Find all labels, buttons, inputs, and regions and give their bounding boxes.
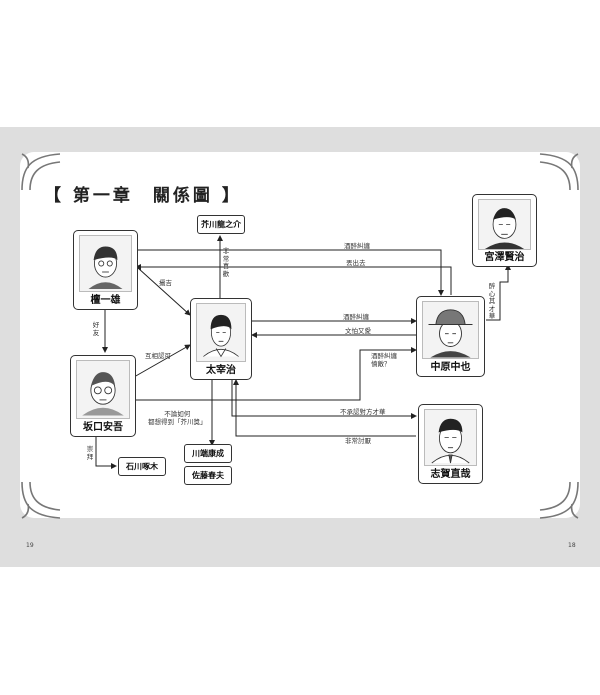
page-number-left: 19 [26,542,34,549]
card-dan: 檀一雄 [73,230,138,310]
card-miyazawa: 宮澤賢治 [472,194,537,267]
name-dazai: 太宰治 [206,365,236,376]
card-sakaguchi: 坂口安吾 [70,355,136,437]
portrait-icon [484,208,525,249]
name-sakaguchi: 坂口安吾 [83,422,123,433]
label-sakaguchi-dazai: 互相認可 [145,352,171,360]
label-nakahara-miyazawa: 醉心其才華 [488,282,496,320]
box-kawabata: 川端康成 [184,444,232,463]
page-number-right: 18 [568,542,576,549]
card-dazai: 太宰治 [190,298,252,380]
portrait-icon [428,309,473,358]
corner-ornament-icon [539,153,579,191]
label-sakaguchi-ishikawa: 崇拜 [86,445,94,461]
label-dan-to-nakahara: 酒醉糾纏 [344,242,370,250]
card-nakahara: 中原中也 [416,296,485,377]
card-shiga: 志賀直哉 [418,404,483,484]
label-shiga-to-dazai: 非常討厭 [345,437,371,445]
arrow-sakaguchi-dazai [128,344,191,383]
portrait-icon [82,372,124,416]
label-nakahara-to-dan: 丟出去 [346,259,366,267]
name-nakahara: 中原中也 [430,362,471,373]
name-shiga: 志賀直哉 [430,469,471,480]
portrait-shiga [424,409,477,466]
label-dan-dazai: 攝吉 [159,279,172,287]
box-akutagawa: 芥川龍之介 [197,215,245,234]
arrow-nakahara-miyazawa [486,264,511,321]
label-dazai-kawabata: 不論如何 都想得到「芥川獎」 [148,410,207,426]
label-sakaguchi-to-nakahara: 酒醉糾纏 憤敵？ [371,352,397,368]
arrow-nakahara-to-dan [135,264,452,295]
label-nakahara-to-dazai: 文怕又愛 [345,327,371,335]
page-title: 【 第一章 關係圖 】 [44,186,242,206]
portrait-dazai [196,303,246,362]
label-dazai-to-shiga: 不承認對方才華 [340,408,386,416]
portrait-icon [88,246,123,289]
arrow-sakaguchi-ishikawa [95,430,117,469]
name-miyazawa: 宮澤賢治 [484,252,525,263]
corner-ornament-icon [539,481,579,519]
label-dazai-akutagawa: 非常喜歡 [222,247,230,278]
portrait-nakahara [422,301,479,359]
arrow-dazai-to-shiga [231,378,417,419]
portrait-icon [431,418,470,464]
portrait-icon [203,314,239,358]
corner-ornament-icon [21,153,61,191]
name-dan: 檀一雄 [90,295,121,306]
label-dazai-to-nakahara: 酒醉糾纏 [343,313,369,321]
arrow-sakaguchi-to-nakahara [132,347,417,401]
box-ishikawa: 石川啄木 [118,457,166,476]
arrow-dan-dazai [132,262,191,316]
label-dan-sakaguchi: 好友 [92,321,100,337]
portrait-dan [79,235,132,292]
portrait-sakaguchi [76,360,130,419]
arrow-shiga-to-dazai [233,379,416,437]
portrait-miyazawa [478,199,531,250]
corner-ornament-icon [21,481,61,519]
arrow-dan-to-nakahara [136,249,444,296]
box-sato: 佐藤春夫 [184,466,232,485]
